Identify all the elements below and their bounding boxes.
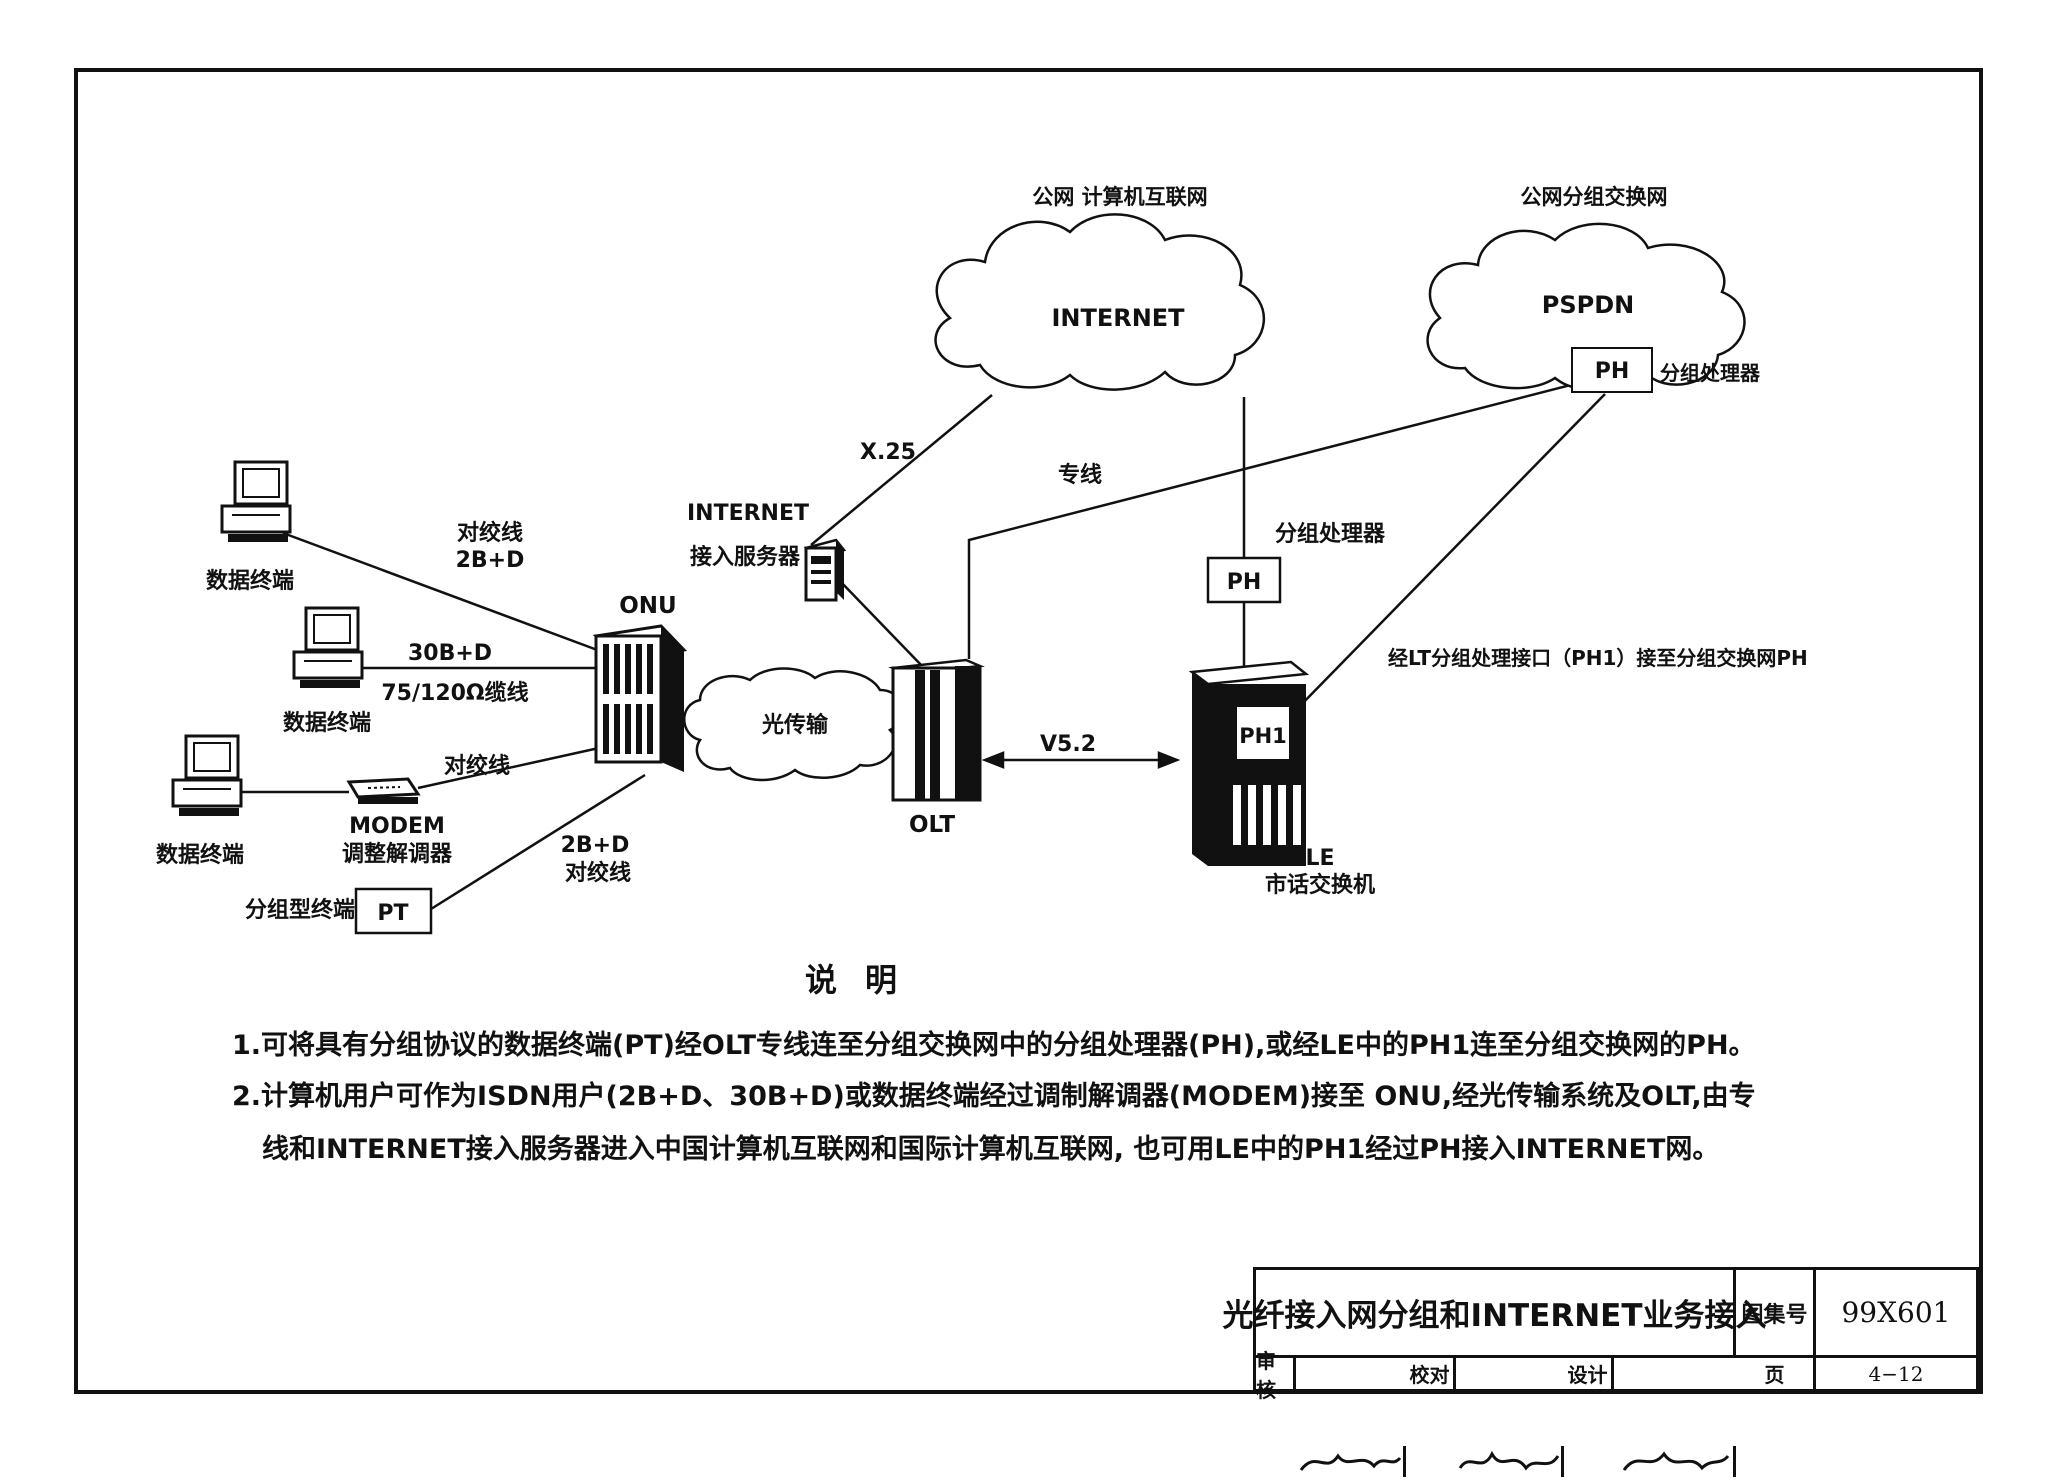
link2-rate: 30B+D — [408, 641, 492, 666]
pt-desc: 分组型终端 — [245, 897, 355, 923]
leased-line-label: 专线 — [1058, 462, 1102, 488]
ph1-to-ph-label: 经LT分组处理接口（PH1）接至分组交换网PH — [1388, 646, 1808, 670]
internet-cloud — [934, 213, 1266, 391]
ph-box — [1206, 556, 1282, 604]
drawing-frame — [74, 68, 1983, 1394]
line-leased — [967, 378, 1591, 659]
design-signature-mark — [1622, 1451, 1730, 1471]
check-signature — [1456, 1446, 1564, 1477]
atlas-number: 99X601 — [1816, 1270, 1976, 1358]
line-ph1-pspdn — [1295, 393, 1606, 711]
modem-desc: 调整解调器 — [342, 841, 453, 867]
link1-medium: 对绞线 — [457, 520, 523, 546]
terminal-1-label: 数据终端 — [206, 568, 294, 594]
review-label: 审核 — [1256, 1349, 1296, 1402]
ph-desc: 分组处理器 — [1275, 521, 1386, 547]
server-desc: 接入服务器 — [690, 545, 801, 570]
ph-label: PH — [1227, 570, 1262, 595]
pt-label: PT — [377, 901, 408, 926]
page-label: 页 — [1736, 1358, 1816, 1389]
x25-label: X.25 — [860, 440, 916, 465]
title-block: 光纤接入网分组和INTERNET业务接入 图集号 99X601 审核 校对 设计… — [1223, 1267, 1979, 1477]
server-device — [803, 538, 847, 602]
pspdn-ph-desc: 分组处理器 — [1660, 361, 1761, 385]
olt-device — [888, 658, 985, 802]
signature-row: 审核 校对 设计 页 4−12 — [1256, 1349, 1976, 1477]
internet-cloud-caption: 公网 计算机互联网 — [1032, 185, 1207, 209]
link1-rate: 2B+D — [456, 548, 525, 573]
onu-label: ONU — [619, 593, 676, 619]
ph1-label: PH1 — [1239, 724, 1287, 748]
pt-box — [354, 887, 433, 935]
terminal-2-label: 数据终端 — [283, 710, 371, 736]
line-server-olt — [838, 579, 925, 669]
server-name: INTERNET — [687, 501, 809, 526]
pspdn-cloud-caption: 公网分组交换网 — [1521, 185, 1668, 209]
review-signature — [1296, 1446, 1406, 1477]
pspdn-ph-label: PH — [1595, 359, 1630, 384]
terminal-3-label: 数据终端 — [156, 842, 244, 868]
optical-label: 光传输 — [761, 712, 829, 738]
atlas-label: 图集号 — [1736, 1270, 1816, 1358]
internet-cloud-label: INTERNET — [1051, 304, 1185, 332]
check-signature-mark — [1458, 1450, 1560, 1471]
terminal-1 — [220, 460, 292, 542]
page-number: 4−12 — [1868, 1361, 1924, 1386]
link4-rate: 2B+D — [561, 833, 630, 858]
olt-label: OLT — [909, 812, 955, 838]
modem-name: MODEM — [349, 814, 445, 839]
v52-label: V5.2 — [1040, 732, 1096, 757]
v52-arrow-right — [1157, 751, 1181, 769]
line-terminal1-onu — [282, 531, 601, 653]
v52-arrow-left — [981, 751, 1005, 769]
line-pt-onu — [430, 773, 646, 911]
connection-lines — [237, 378, 1606, 911]
pspdn-ph-box — [1571, 347, 1653, 393]
onu-device — [592, 624, 688, 772]
design-label: 设计 — [1564, 1358, 1614, 1389]
modem-device — [346, 777, 421, 804]
pspdn-cloud-label: PSPDN — [1542, 291, 1634, 319]
review-signature-mark — [1299, 1453, 1402, 1471]
check-label: 校对 — [1406, 1358, 1456, 1389]
le-desc: 市话交换机 — [1265, 872, 1375, 898]
le-name: LE — [1305, 846, 1334, 871]
link4-medium: 对绞线 — [565, 860, 631, 886]
link2-cable: 75/120Ω缆线 — [381, 680, 528, 706]
design-signature — [1614, 1446, 1736, 1477]
line-modem-onu — [417, 744, 609, 790]
line-x25 — [810, 394, 993, 546]
link3-medium: 对绞线 — [444, 753, 510, 779]
le-device — [1188, 660, 1310, 866]
terminal-2 — [292, 606, 364, 688]
drawing-title: 光纤接入网分组和INTERNET业务接入 — [1223, 1270, 1766, 1358]
terminal-3 — [171, 734, 243, 816]
